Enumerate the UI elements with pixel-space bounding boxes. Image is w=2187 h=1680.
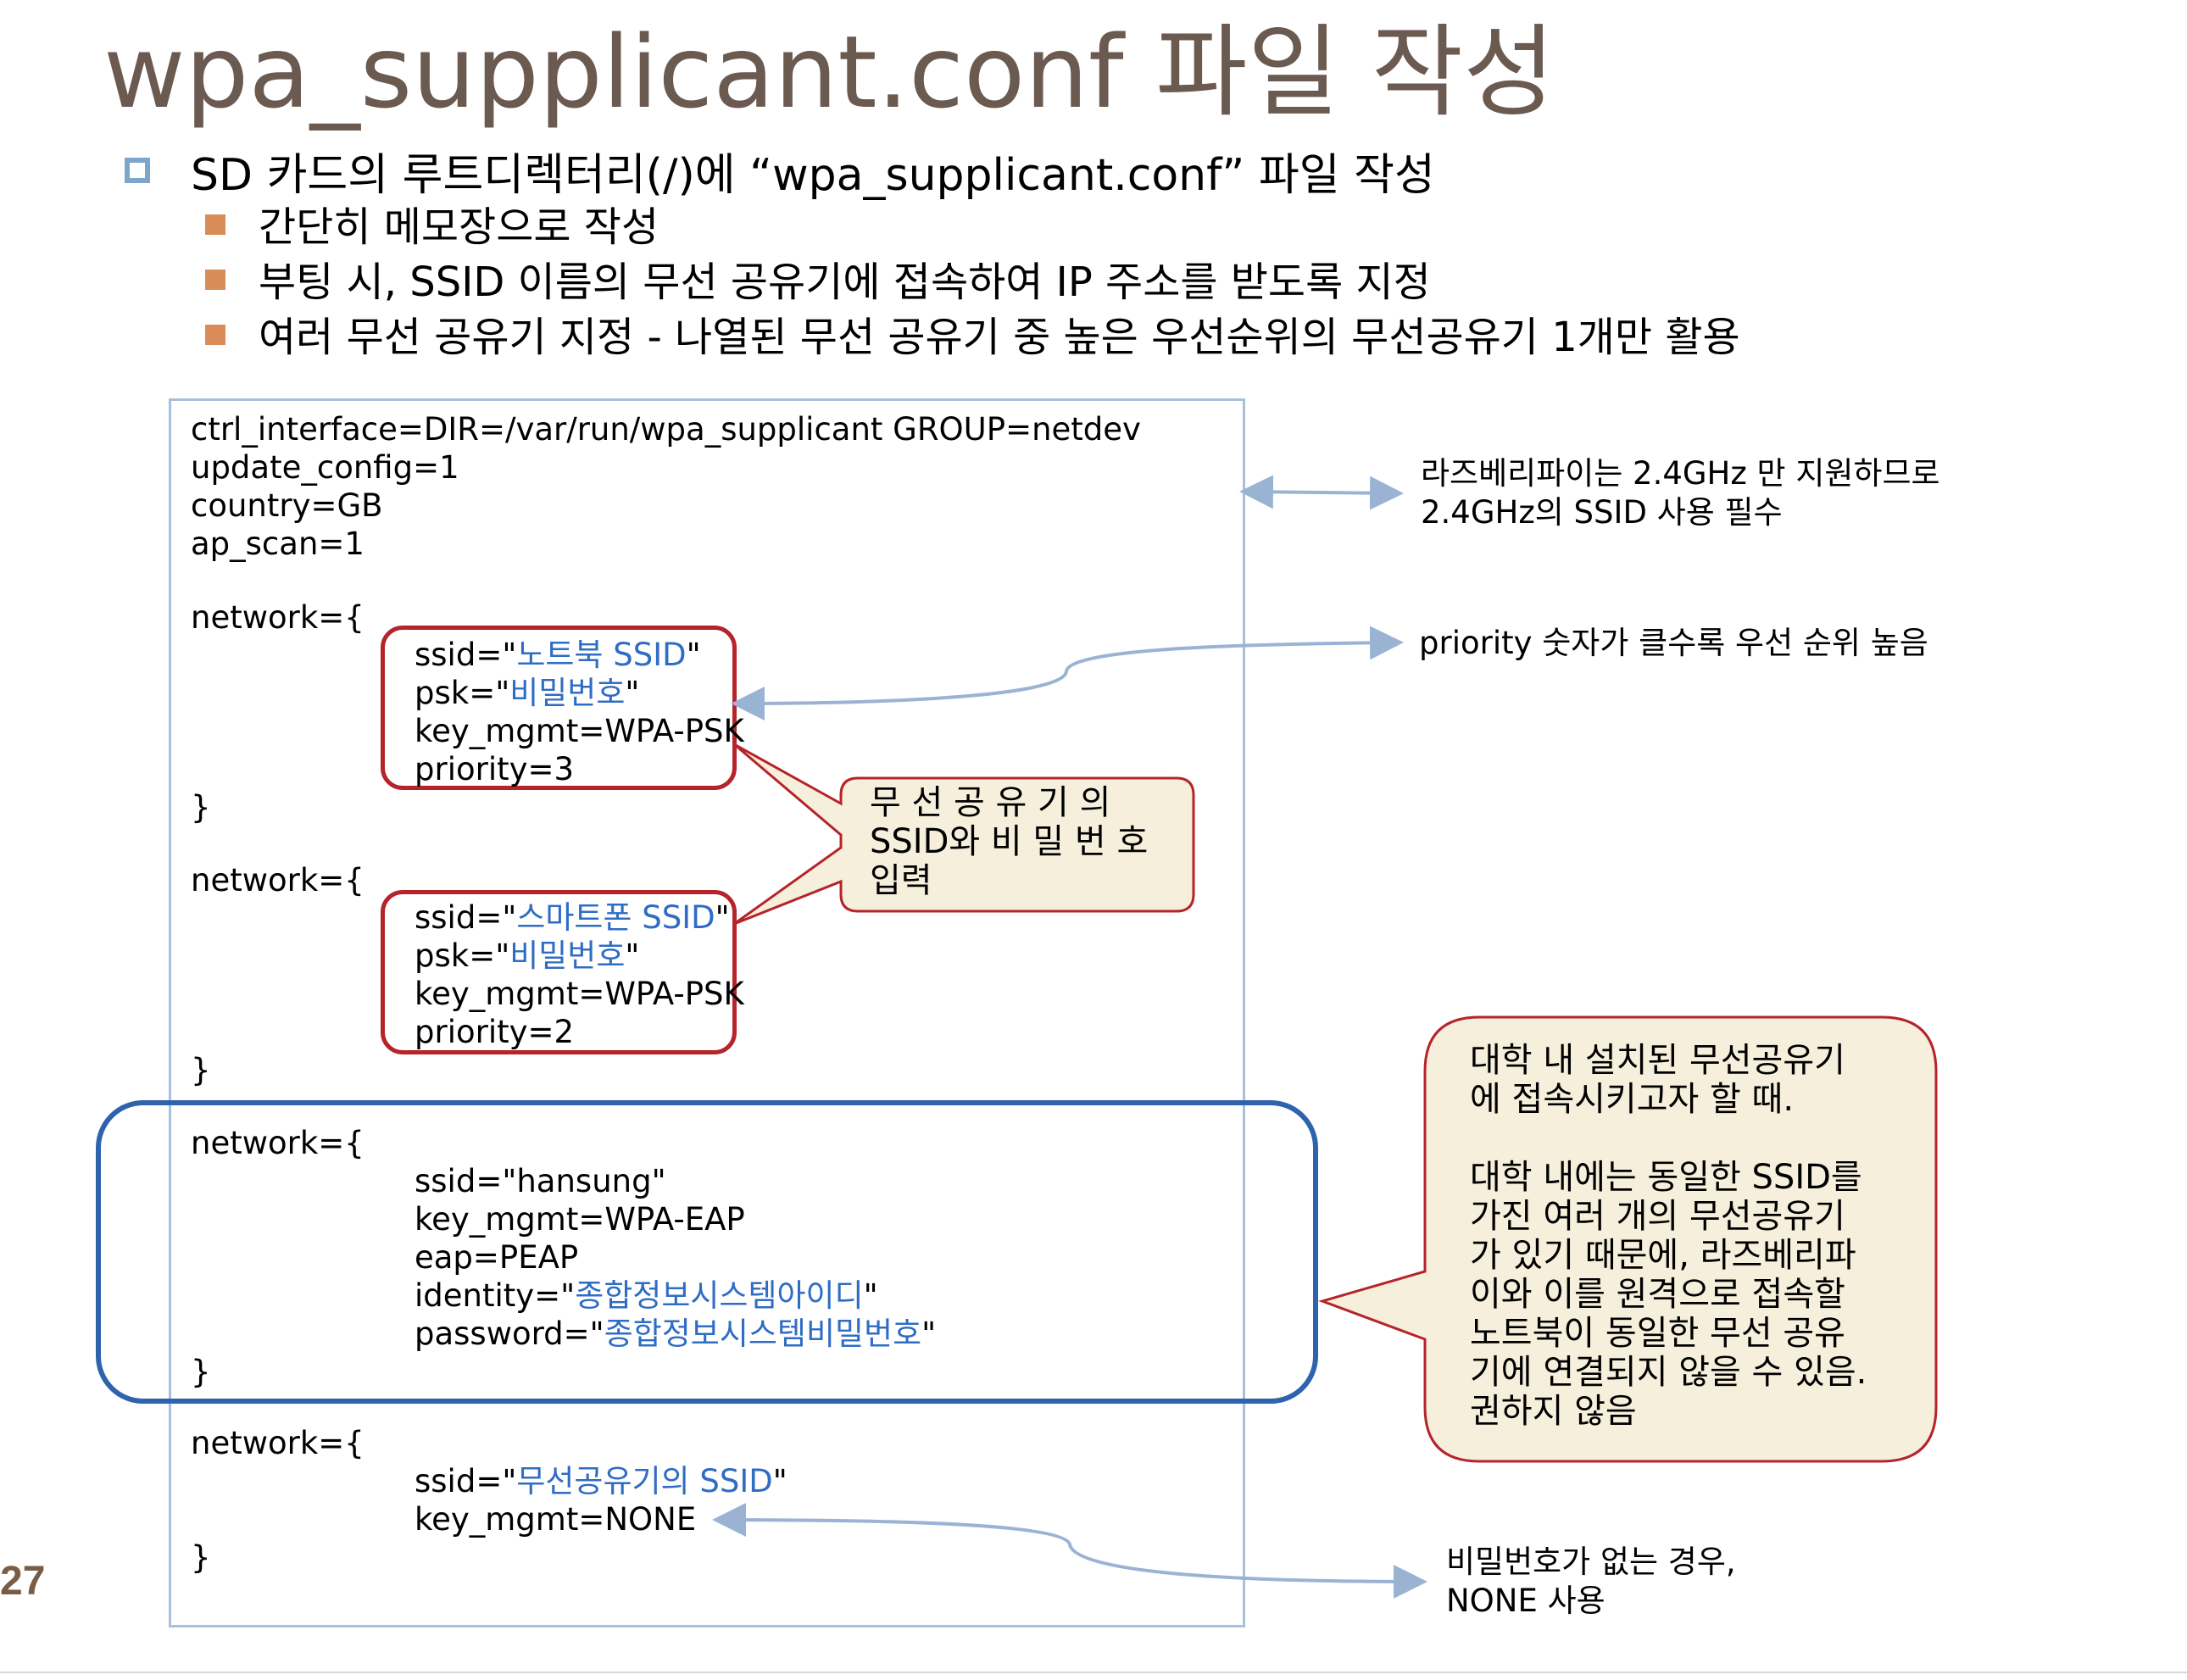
footer-divider: [0, 1672, 2187, 1673]
ssid-callout-line1: 무 선 공 유 기 의: [870, 783, 1111, 822]
code-network-open: network={: [191, 1125, 364, 1161]
freq-note-line2: 2.4GHz의 SSID 사용 필수: [1421, 494, 1783, 531]
code-line-country: country=GB: [191, 487, 383, 524]
code-net4-key-mgmt: key_mgmt=NONE: [415, 1501, 697, 1538]
network2-highlight-box: [381, 890, 737, 1054]
sub-bullet-square-icon: [205, 270, 225, 290]
sub-bullet-square-icon: [205, 214, 225, 235]
code-net2-key-mgmt: key_mgmt=WPA-PSK: [415, 976, 744, 1012]
page-number: 27: [0, 1559, 46, 1604]
code-net3-identity: identity="종합정보시스템아이디": [415, 1277, 878, 1314]
univ-callout-line: 대학 내에는 동일한 SSID를: [1470, 1158, 1862, 1197]
freq-note-arrow: [1239, 475, 1404, 510]
university-network-highlight-box: [96, 1100, 1318, 1404]
code-close-brace: }: [191, 789, 211, 826]
code-net3-key-mgmt: key_mgmt=WPA-EAP: [415, 1201, 745, 1238]
code-net3-password: password="종합정보시스템비밀번호": [415, 1316, 937, 1352]
univ-callout-line: 이와 이를 원격으로 접속할: [1470, 1275, 1845, 1314]
univ-callout-line: 대학 내 설치된 무선공유기: [1470, 1041, 1845, 1080]
priority-note-arrow: [731, 626, 1404, 720]
config-code-box: [169, 398, 1245, 1627]
university-callout-bubble: [1318, 1015, 1938, 1463]
code-network-open: network={: [191, 599, 364, 636]
sub-bullet-2: 부팅 시, SSID 이름의 무선 공유기에 접속하여 IP 주소를 받도록 지…: [259, 259, 1431, 306]
univ-callout-line: 가 있기 때문에, 라즈베리파: [1470, 1236, 1856, 1275]
code-network-open: network={: [191, 862, 364, 898]
ssid-callout-line3: 입력: [870, 861, 932, 900]
code-net1-ssid: ssid="노트북 SSID": [415, 637, 701, 673]
code-close-brace: }: [191, 1539, 211, 1576]
code-close-brace: }: [191, 1052, 211, 1088]
none-note-line1: 비밀번호가 없는 경우,: [1446, 1544, 1736, 1580]
code-network-open: network={: [191, 1425, 364, 1461]
freq-note-line1: 라즈베리파이는 2.4GHz 만 지원하므로: [1421, 455, 1940, 492]
univ-callout-line: 노트북이 동일한 무선 공유: [1470, 1314, 1845, 1353]
sub-bullet-3: 여러 무선 공유기 지정 - 나열된 무선 공유기 중 높은 우선순위의 무선공…: [259, 314, 1740, 361]
univ-callout-line: 에 접속시키고자 할 때.: [1470, 1080, 1795, 1119]
univ-callout-line: 가진 여러 개의 무선공유기: [1470, 1197, 1845, 1236]
code-line-ctrl-interface: ctrl_interface=DIR=/var/run/wpa_supplica…: [191, 411, 1141, 448]
code-net3-ssid: ssid="hansung": [415, 1163, 666, 1199]
ssid-callout-line2: SSID와 비 밀 번 호: [870, 822, 1149, 861]
code-net2-psk: psk="비밀번호": [415, 937, 640, 974]
ssid-callout-bubble: [733, 743, 1195, 926]
code-net2-ssid: ssid="스마트폰 SSID": [415, 899, 730, 936]
univ-callout-line: 권하지 않음: [1470, 1392, 1637, 1431]
univ-callout-line: 기에 연결되지 않을 수 있음.: [1470, 1353, 1867, 1392]
priority-note: priority 숫자가 클수록 우선 순위 높음: [1419, 625, 1928, 661]
none-note-line2: NONE 사용: [1446, 1583, 1605, 1619]
none-note-arrow: [712, 1503, 1427, 1599]
code-net2-priority: priority=2: [415, 1014, 575, 1050]
code-net1-priority: priority=3: [415, 751, 575, 787]
code-net3-eap: eap=PEAP: [415, 1239, 579, 1276]
code-line-ap-scan: ap_scan=1: [191, 526, 364, 562]
code-line-update-config: update_config=1: [191, 449, 459, 486]
code-net1-psk: psk="비밀번호": [415, 675, 640, 711]
code-net4-ssid: ssid="무선공유기의 SSID": [415, 1463, 787, 1499]
slide-title: wpa_supplicant.conf 파일 작성: [103, 14, 1555, 131]
sub-bullet-1: 간단히 메모장으로 작성: [259, 203, 659, 251]
code-close-brace: }: [191, 1354, 211, 1390]
bullet-square-icon: [125, 158, 150, 183]
code-net1-key-mgmt: key_mgmt=WPA-PSK: [415, 713, 744, 749]
main-bullet-text: SD 카드의 루트디렉터리(/)에 “wpa_supplicant.conf” …: [191, 150, 1435, 201]
sub-bullet-square-icon: [205, 325, 225, 345]
